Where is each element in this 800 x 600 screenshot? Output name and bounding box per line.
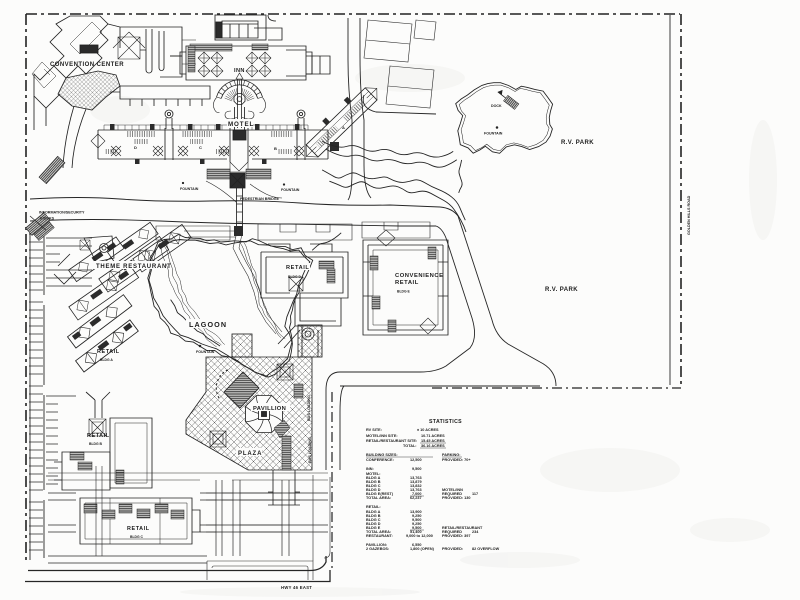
svg-text:9,250: 9,250 <box>412 514 422 518</box>
svg-text:PROVIDED: 70+: PROVIDED: 70+ <box>442 458 471 462</box>
svg-text:PLAZA: PLAZA <box>238 451 262 457</box>
svg-text:36.16 ACRES: 36.16 ACRES <box>421 444 445 448</box>
svg-text:RETAIL: RETAIL <box>286 265 309 271</box>
svg-text:RETAIL: RETAIL <box>87 433 110 439</box>
svg-text:BLDG D: BLDG D <box>288 275 302 279</box>
svg-text:BLDG C: BLDG C <box>366 518 381 522</box>
svg-text:RETAIL/RESTAURANT: RETAIL/RESTAURANT <box>442 526 483 530</box>
svg-text:BLDG A: BLDG A <box>366 476 381 480</box>
svg-text:HWY 46 EAST: HWY 46 EAST <box>281 585 312 590</box>
svg-text:MOTEL: MOTEL <box>228 121 254 128</box>
svg-text:CONFERENCE:: CONFERENCE: <box>366 458 394 462</box>
svg-text:TOTAL:: TOTAL: <box>403 444 417 448</box>
svg-text:RESTAURANT:: RESTAURANT: <box>366 534 393 538</box>
svg-text:BLDG A: BLDG A <box>100 358 113 362</box>
svg-text:GOLDEN HILLS ROAD: GOLDEN HILLS ROAD <box>687 195 691 235</box>
svg-text:BLDG A: BLDG A <box>366 510 381 514</box>
svg-text:15.45 ACRES: 15.45 ACRES <box>421 439 445 443</box>
svg-text:9,500: 9,500 <box>412 526 422 530</box>
svg-text:BLDG B: BLDG B <box>89 442 103 446</box>
svg-text:13,763: 13,763 <box>410 476 422 480</box>
svg-text:TOTAL AREA:: TOTAL AREA: <box>366 496 391 500</box>
svg-text:INFORMATION/SECURITY: INFORMATION/SECURITY <box>39 211 85 215</box>
svg-text:13,832: 13,832 <box>410 484 422 488</box>
svg-text:13,900: 13,900 <box>410 510 422 514</box>
svg-text:BLDG E: BLDG E <box>366 526 381 530</box>
svg-text:BLDG B: BLDG B <box>366 480 381 484</box>
svg-text:6,550: 6,550 <box>412 543 422 547</box>
svg-text:RETAIL: RETAIL <box>97 349 120 355</box>
svg-text:FOUNTAIN: FOUNTAIN <box>484 132 503 136</box>
svg-text:2 GAZEBOS:: 2 GAZEBOS: <box>366 547 389 551</box>
svg-text:9,500: 9,500 <box>412 518 422 522</box>
svg-text:BLDG C: BLDG C <box>366 484 381 488</box>
svg-text:RETAIL: RETAIL <box>127 526 150 532</box>
svg-text:RETAIL:: RETAIL: <box>366 505 381 509</box>
svg-text:MOTEL:: MOTEL: <box>366 472 381 476</box>
svg-text:MOTEL/INN SITE:: MOTEL/INN SITE: <box>366 434 398 438</box>
svg-text:BLDG D: BLDG D <box>366 522 381 526</box>
svg-text:KIOSKS: KIOSKS <box>40 217 55 221</box>
svg-text:FOUNTAIN: FOUNTAIN <box>196 350 215 354</box>
svg-text:13,879: 13,879 <box>410 480 422 484</box>
svg-text:BLDG C: BLDG C <box>130 535 144 539</box>
svg-text:117: 117 <box>472 492 478 496</box>
svg-text:INN: INN <box>234 68 245 74</box>
svg-text:INN:: INN: <box>366 467 374 471</box>
svg-text:RV SITE:: RV SITE: <box>366 428 382 432</box>
svg-text:9,250: 9,250 <box>412 522 422 526</box>
svg-text:PAVILLION:: PAVILLION: <box>366 543 387 547</box>
svg-text:STATISTICS: STATISTICS <box>429 419 462 425</box>
svg-text:62,237: 62,237 <box>410 496 422 500</box>
svg-text:BUS LOADING: BUS LOADING <box>307 395 311 421</box>
svg-text:BLDG E(REST): BLDG E(REST) <box>366 492 394 496</box>
svg-text:CONVENTION CENTER: CONVENTION CENTER <box>50 62 124 68</box>
svg-text:B: B <box>274 146 277 151</box>
svg-text:MOTEL/INN: MOTEL/INN <box>442 488 463 492</box>
svg-text:9,500: 9,500 <box>412 467 422 471</box>
svg-text:BLDG B: BLDG B <box>366 514 381 518</box>
svg-text:BLDG E: BLDG E <box>397 290 411 294</box>
svg-text:REQUIRED: REQUIRED <box>442 530 462 534</box>
svg-text:7,000: 7,000 <box>412 492 422 496</box>
svg-text:PAVILLION: PAVILLION <box>253 406 286 412</box>
svg-text:DOCK: DOCK <box>491 104 502 108</box>
svg-text:RETAIL/RESTAURANT SITE:: RETAIL/RESTAURANT SITE: <box>366 439 417 443</box>
svg-text:PROVIDED: 397: PROVIDED: 397 <box>442 534 471 538</box>
svg-text:82 OVERFLOW: 82 OVERFLOW <box>472 547 500 551</box>
svg-text:CONVENIENCE: CONVENIENCE <box>395 273 444 279</box>
svg-text:12,500: 12,500 <box>410 458 422 462</box>
svg-text:TOTAL AREA:: TOTAL AREA: <box>366 530 391 534</box>
svg-text:10.71 ACRES: 10.71 ACRES <box>421 434 445 438</box>
svg-text:PARKING:: PARKING: <box>442 453 461 457</box>
svg-text:BUILDING SIZES:: BUILDING SIZES: <box>366 453 398 457</box>
svg-text:REQUIRED: REQUIRED <box>442 492 462 496</box>
svg-text:FOUNTAIN: FOUNTAIN <box>281 188 300 192</box>
svg-text:± 10 ACRES: ± 10 ACRES <box>417 428 439 432</box>
svg-text:R.V. PARK: R.V. PARK <box>545 287 578 293</box>
svg-text:13,763: 13,763 <box>410 488 422 492</box>
svg-text:LAGOON: LAGOON <box>189 320 227 329</box>
svg-text:234: 234 <box>472 530 479 534</box>
svg-text:1,800 (OPEN): 1,800 (OPEN) <box>410 547 435 551</box>
svg-text:BLDG D: BLDG D <box>366 488 381 492</box>
svg-text:PEDESTRIAN BRIDGE: PEDESTRIAN BRIDGE <box>240 197 280 201</box>
svg-text:A: A <box>342 125 345 130</box>
svg-text:R.V. PARK: R.V. PARK <box>561 140 594 146</box>
svg-text:FOUNTAIN: FOUNTAIN <box>180 187 199 191</box>
svg-text:BUS LOADING: BUS LOADING <box>308 437 312 463</box>
svg-text:51,400: 51,400 <box>410 530 422 534</box>
svg-text:RETAIL: RETAIL <box>395 280 419 286</box>
svg-text:9,000 to 12,000: 9,000 to 12,000 <box>406 534 433 538</box>
svg-text:PROVIDED: 130: PROVIDED: 130 <box>442 496 471 500</box>
svg-text:C: C <box>199 145 202 150</box>
svg-text:D: D <box>134 145 137 150</box>
svg-text:THEME RESTAURANT: THEME RESTAURANT <box>96 264 172 270</box>
svg-text:PROVIDED:: PROVIDED: <box>442 547 463 551</box>
